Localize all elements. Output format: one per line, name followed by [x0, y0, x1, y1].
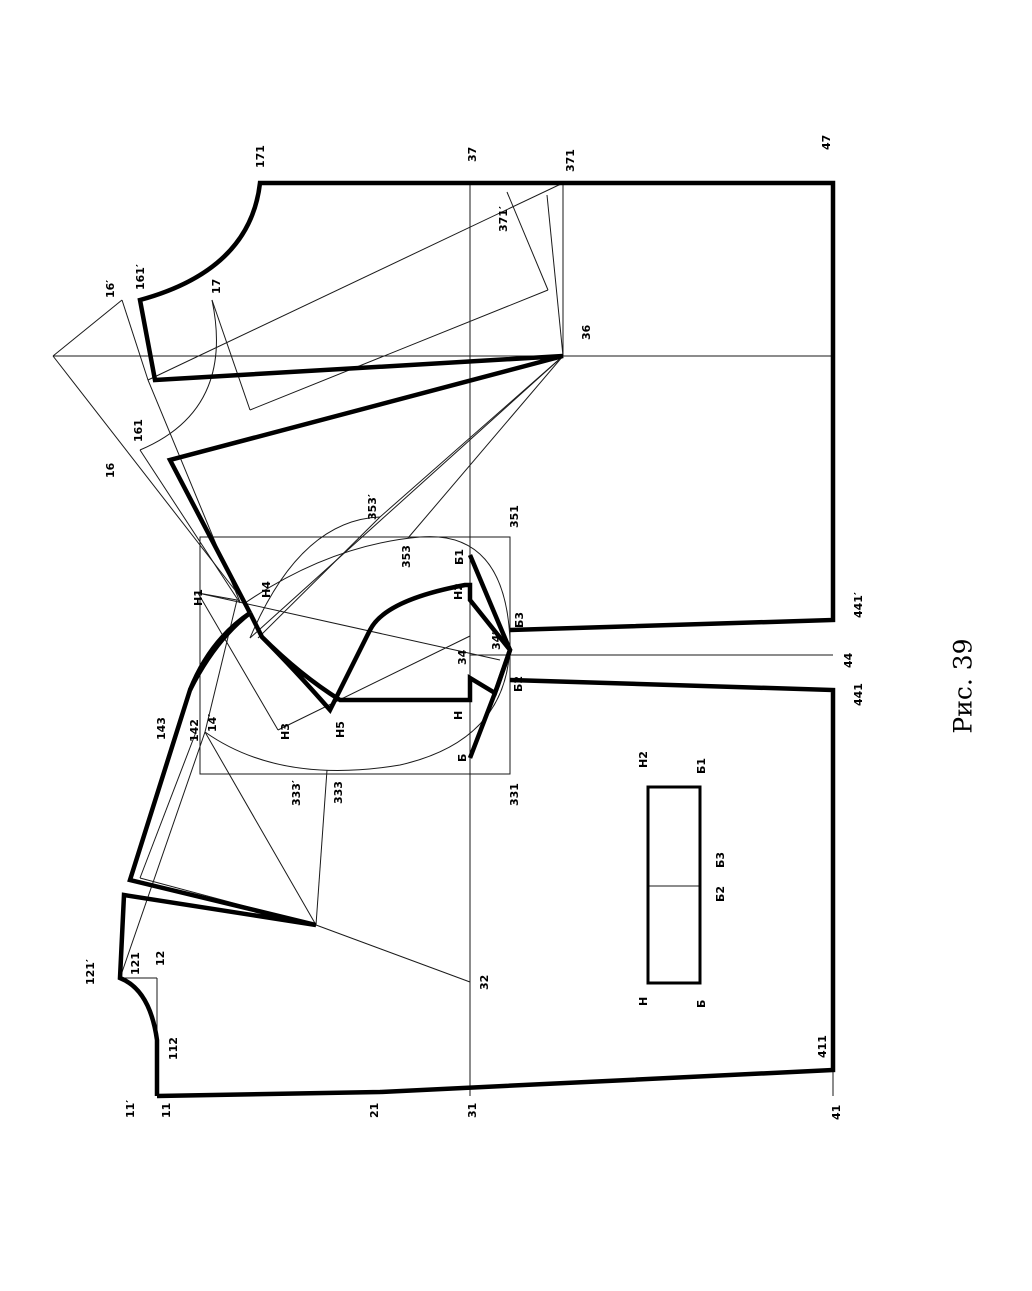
- label-333p: 333′: [290, 780, 303, 806]
- label-161p: 161′: [134, 264, 147, 290]
- label-B: Б: [456, 754, 469, 762]
- label-161: 161: [132, 419, 145, 442]
- label-pocket-H: Н: [637, 997, 650, 1006]
- label-333: 333: [332, 781, 345, 804]
- label-pocket-B2: Б2: [714, 886, 727, 902]
- figure-caption: Рис. 39: [933, 636, 993, 736]
- label-H4: Н4: [260, 581, 273, 598]
- label-32: 32: [478, 975, 491, 990]
- label-31: 31: [466, 1103, 479, 1118]
- label-121: 121: [129, 952, 142, 975]
- label-34: 34: [456, 649, 469, 665]
- label-11p: 11′: [124, 1100, 137, 1118]
- pocket-rectangle: [646, 785, 702, 985]
- label-21: 21: [368, 1103, 381, 1118]
- label-36: 36: [580, 324, 593, 340]
- label-44: 44: [842, 652, 855, 668]
- label-34p: 34′: [490, 632, 503, 650]
- label-441: 441: [852, 683, 865, 706]
- label-pocket-B1: Б1: [695, 758, 708, 774]
- label-47: 47: [820, 135, 833, 150]
- point-labels: 11′ 11 21 31 41 411 121′ 121 12 112 32 1…: [84, 135, 865, 1120]
- label-371: 371: [564, 149, 577, 172]
- label-37: 37: [466, 147, 479, 162]
- label-353p: 353′: [366, 494, 379, 520]
- label-H1: Н1: [192, 589, 205, 606]
- label-41: 41: [830, 1105, 843, 1120]
- front-outline: [117, 611, 836, 1099]
- label-H5: Н5: [334, 721, 347, 738]
- label-pocket-H2: Н2: [637, 751, 650, 768]
- figure-caption-text: Рис. 39: [948, 638, 978, 734]
- label-11: 11: [160, 1103, 173, 1118]
- label-121p: 121′: [84, 959, 97, 985]
- label-12: 12: [154, 951, 167, 966]
- label-17: 17: [210, 279, 223, 294]
- label-411: 411: [816, 1035, 829, 1058]
- label-pocket-B3: Б3: [714, 852, 727, 868]
- label-441p: 441′: [852, 592, 865, 618]
- label-143: 143: [155, 717, 168, 740]
- label-353: 353: [400, 545, 413, 568]
- label-142: 142: [188, 719, 201, 742]
- label-371p: 371′: [497, 206, 510, 232]
- label-14p: 14′: [206, 714, 219, 732]
- label-331: 331: [508, 783, 521, 806]
- label-351: 351: [508, 505, 521, 528]
- collar-outline: [247, 554, 513, 759]
- label-B1: Б1: [453, 549, 466, 565]
- label-16: 16: [104, 462, 117, 478]
- label-171: 171: [254, 145, 267, 168]
- label-H2: Н2: [452, 583, 465, 600]
- label-16p: 16′: [104, 280, 117, 298]
- label-pocket-B: Б: [695, 1000, 708, 1008]
- construction-lines: [52, 182, 834, 1096]
- label-B2: Б2: [512, 676, 525, 692]
- back-outline: [137, 180, 836, 633]
- label-112: 112: [167, 1037, 180, 1060]
- label-H: Н: [452, 711, 465, 720]
- label-H3: Н3: [279, 723, 292, 740]
- label-B3: Б3: [513, 612, 526, 628]
